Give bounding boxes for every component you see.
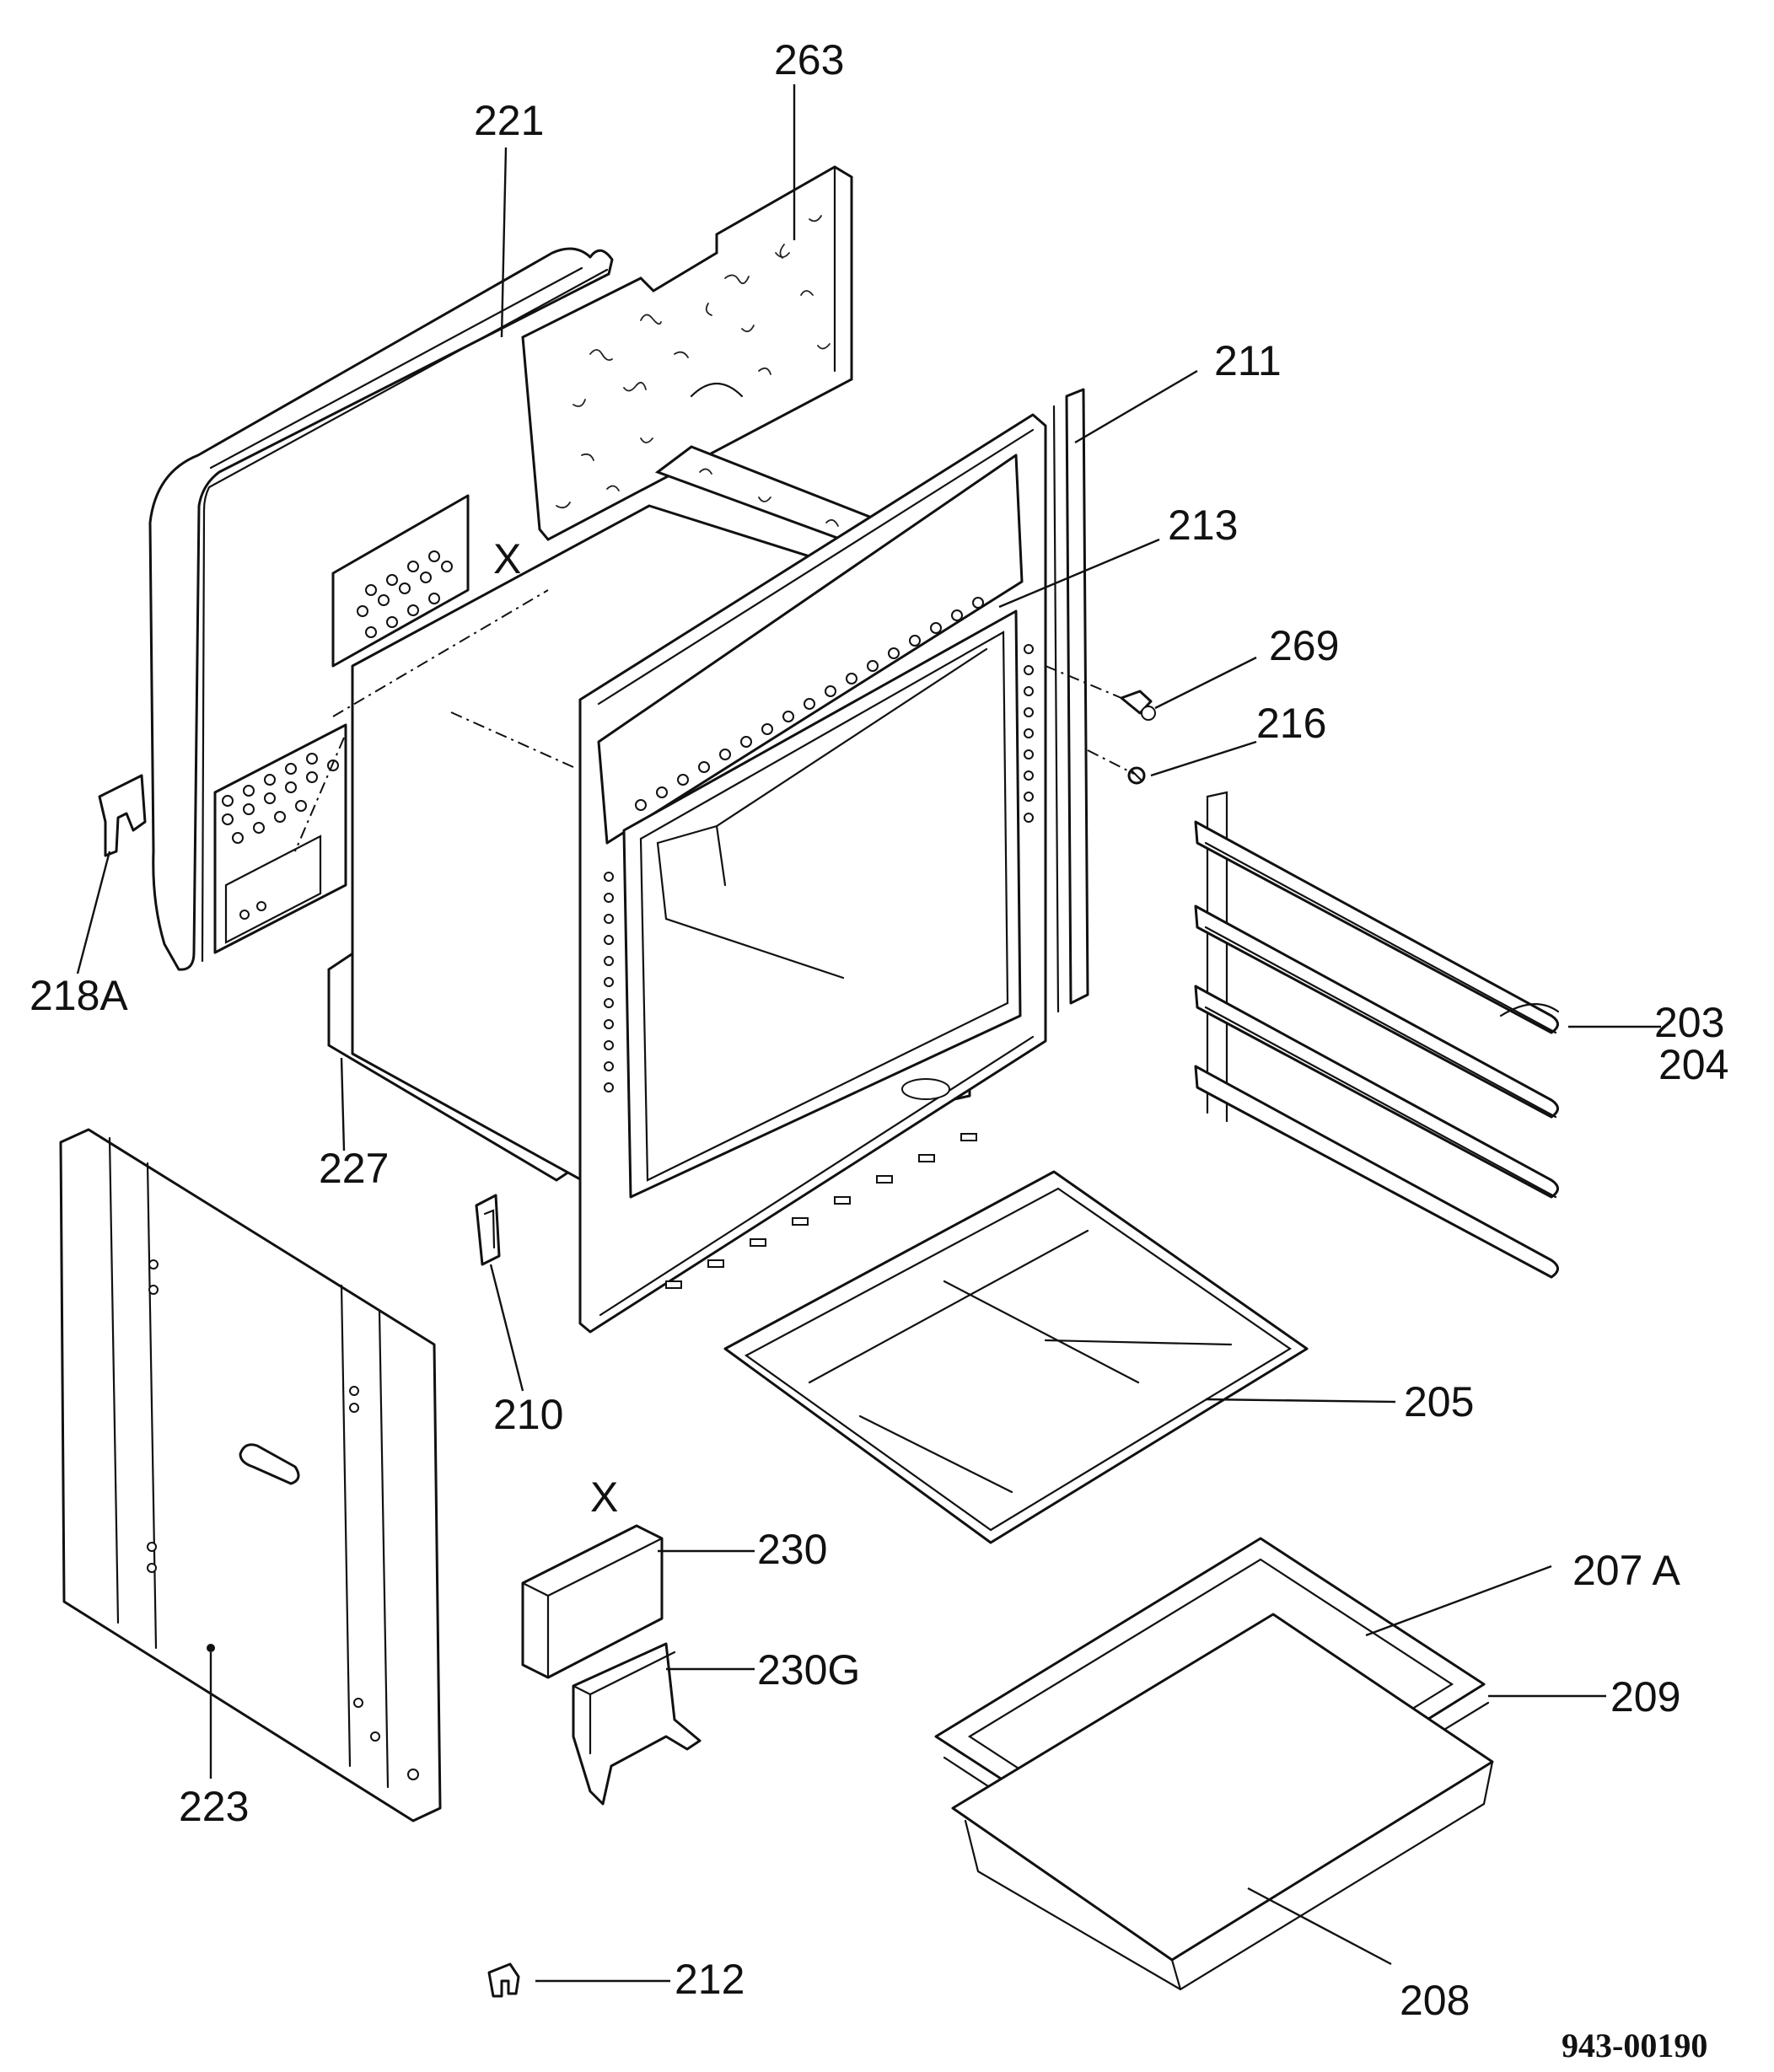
part-263-insulation-panel — [521, 165, 853, 541]
label-227: 227 — [319, 1145, 389, 1192]
label-207A: 207 A — [1572, 1547, 1681, 1594]
part-223-side-panel — [59, 1128, 442, 1822]
drawing-code: 943-00190 — [1562, 2026, 1707, 2064]
part-230-insulation-block — [521, 1524, 664, 1679]
part-269-screw — [1120, 690, 1156, 721]
part-230G-guide — [572, 1642, 702, 1806]
part-211-front-frame — [578, 388, 1089, 1334]
insulation-texture-263 — [556, 215, 831, 509]
label-213: 213 — [1168, 502, 1238, 549]
vent-holes-lower — [222, 753, 339, 844]
label-x-top: X — [493, 535, 521, 582]
label-203: 203 — [1654, 999, 1724, 1046]
frame-holes-left — [604, 872, 614, 1092]
vent-holes-upper — [357, 550, 453, 638]
label-204: 204 — [1658, 1041, 1728, 1088]
label-269: 269 — [1269, 622, 1339, 669]
label-221: 221 — [474, 97, 544, 144]
label-x-bottom: X — [590, 1473, 618, 1521]
part-221-outer-casing — [148, 247, 614, 971]
label-223: 223 — [179, 1783, 249, 1830]
label-210: 210 — [493, 1391, 563, 1438]
label-263: 263 — [774, 36, 844, 83]
part-218A-bracket — [98, 774, 147, 857]
part-210-latch — [475, 1194, 501, 1266]
part-216-screw — [1127, 766, 1146, 785]
label-208: 208 — [1400, 1977, 1470, 2024]
label-211: 211 — [1214, 337, 1282, 384]
label-205: 205 — [1404, 1378, 1474, 1425]
label-209: 209 — [1610, 1673, 1680, 1720]
part-208-deep-tray — [951, 1613, 1494, 1991]
part-203-204-shelf-runner — [1194, 791, 1560, 1279]
label-216: 216 — [1256, 700, 1326, 747]
part-212-clip — [487, 1962, 520, 1998]
label-230G: 230G — [757, 1646, 860, 1694]
frame-slots-bottom — [665, 1133, 977, 1289]
label-218A: 218A — [30, 972, 128, 1019]
part-205-floor-plate — [723, 1170, 1309, 1544]
part-labels: 263 221 211 213 X 269 216 218A 203 204 2… — [30, 36, 1728, 2024]
frame-holes-right — [1024, 644, 1034, 823]
leader-lines — [76, 84, 1661, 1983]
label-212: 212 — [675, 1956, 745, 2003]
assembly-lines — [294, 589, 1135, 852]
label-230: 230 — [757, 1526, 827, 1573]
frame-holes-top — [635, 597, 984, 811]
